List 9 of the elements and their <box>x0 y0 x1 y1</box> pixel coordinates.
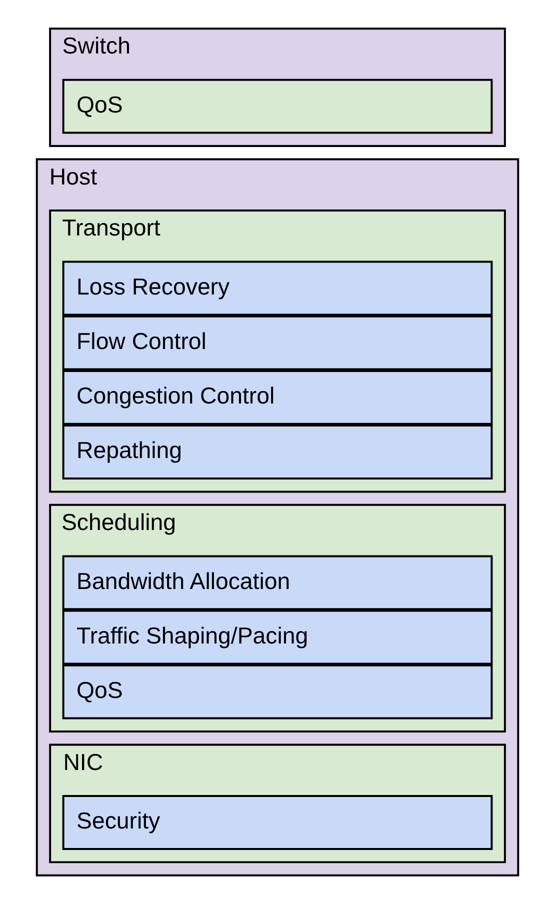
node-box: Bandwidth Allocation <box>62 555 493 610</box>
node-box: Flow Control <box>62 315 493 370</box>
node-box: QoS <box>62 78 493 134</box>
node-box: Security <box>62 795 493 850</box>
node-box: QoS <box>62 664 493 720</box>
node-box: Traffic Shaping/Pacing <box>62 610 493 665</box>
node-box: Repathing <box>62 424 493 480</box>
node-box: Congestion Control <box>62 370 493 425</box>
node-box: Loss Recovery <box>62 260 493 316</box>
